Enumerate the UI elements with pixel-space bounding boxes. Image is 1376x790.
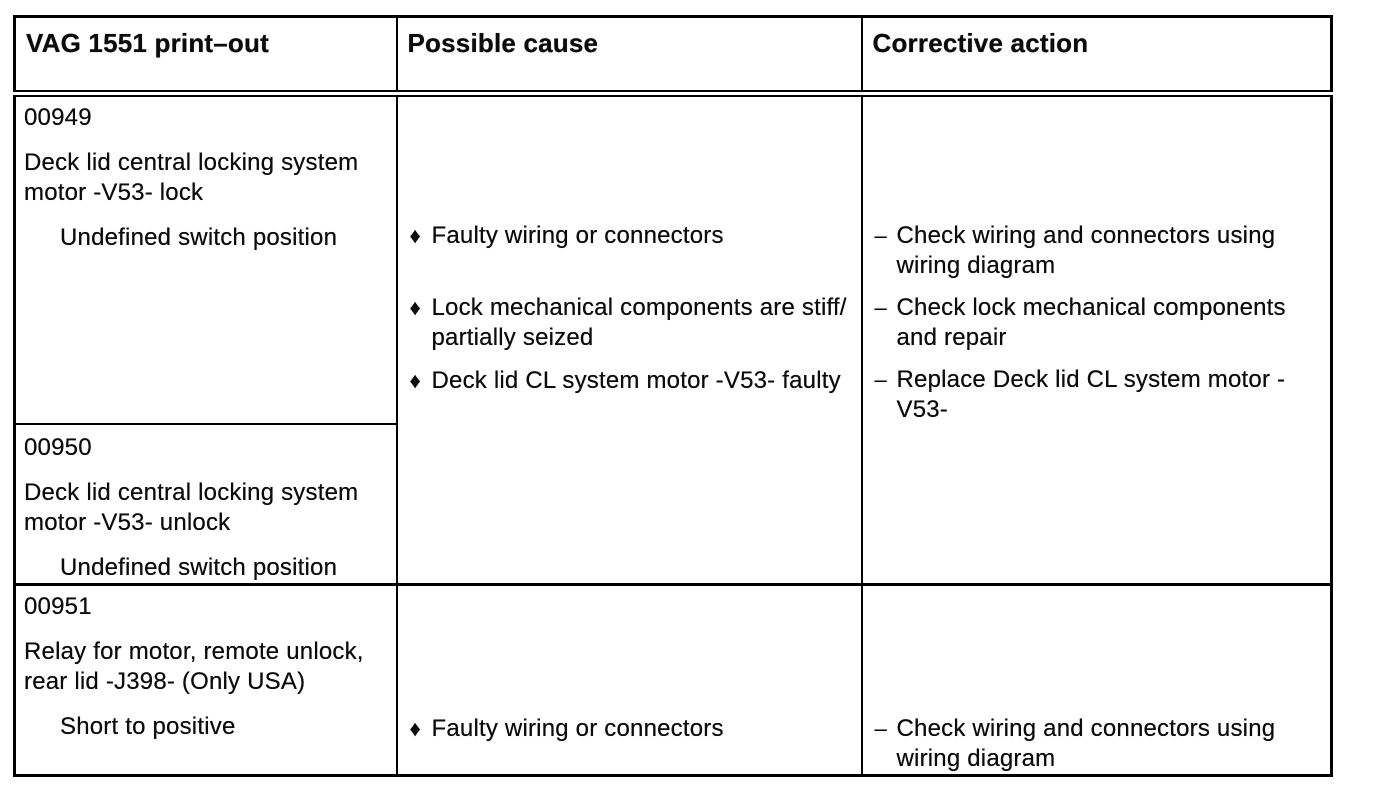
dash-bullet-icon: – xyxy=(874,295,887,320)
cause-cell-section-2: ♦ Faulty wiring or connectors xyxy=(395,583,862,776)
fault-cell-00950: 00950 Deck lid central locking system mo… xyxy=(13,424,397,585)
cause-item: ♦ Deck lid CL system motor -V53- faulty xyxy=(410,366,855,396)
cause-text: Lock mechanical components are stiff/ pa… xyxy=(431,294,847,351)
header-corrective-action: Corrective action xyxy=(860,16,1332,97)
header-possible-cause: Possible cause xyxy=(395,16,862,97)
action-item: – Check lock mechanical components and r… xyxy=(875,293,1325,353)
action-text: Check wiring and connectors using wiring… xyxy=(896,222,1276,279)
action-item: – Check wiring and connectors using wiri… xyxy=(875,714,1325,774)
table-row: 00949 Deck lid central locking system mo… xyxy=(13,93,1332,585)
fault-component: Deck lid central locking system motor -V… xyxy=(24,479,359,536)
cause-item: ♦ Faulty wiring or connectors xyxy=(410,714,855,744)
fault-code-table: VAG 1551 print–out Possible cause Correc… xyxy=(13,15,1333,777)
diamond-bullet-icon: ♦ xyxy=(409,295,421,320)
fault-symptom: Undefined switch position xyxy=(60,554,338,581)
cause-text: Faulty wiring or connectors xyxy=(431,715,724,742)
action-item: – Check wiring and connectors using wiri… xyxy=(875,221,1325,281)
cause-item: ♦ Faulty wiring or connectors xyxy=(410,221,855,251)
fault-cell-00951: 00951 Relay for motor, remote unlock, re… xyxy=(13,583,397,776)
header-vag-1551-printout: VAG 1551 print–out xyxy=(13,16,397,97)
action-item: – Replace Deck lid CL system motor -V53- xyxy=(875,365,1325,425)
dash-bullet-icon: – xyxy=(874,716,887,741)
cause-text: Deck lid CL system motor -V53- faulty xyxy=(431,367,841,394)
fault-code: 00949 xyxy=(24,104,92,131)
table-header-row: VAG 1551 print–out Possible cause Correc… xyxy=(13,16,1332,97)
diamond-bullet-icon: ♦ xyxy=(409,716,421,741)
fault-cell-00949: 00949 Deck lid central locking system mo… xyxy=(13,93,397,425)
cause-item: ♦ Lock mechanical components are stiff/ … xyxy=(410,293,855,353)
action-cell-section-1: – Check wiring and connectors using wiri… xyxy=(860,93,1332,585)
action-text: Check wiring and connectors using wiring… xyxy=(896,715,1276,772)
fault-symptom: Undefined switch position xyxy=(60,224,338,251)
action-cell-section-2: – Check wiring and connectors using wiri… xyxy=(860,583,1332,776)
dash-bullet-icon: – xyxy=(874,223,887,248)
dash-bullet-icon: – xyxy=(874,367,887,392)
cause-text: Faulty wiring or connectors xyxy=(431,222,724,249)
fault-code: 00950 xyxy=(24,434,92,461)
table-row: 00951 Relay for motor, remote unlock, re… xyxy=(13,583,1332,776)
action-text: Check lock mechanical components and rep… xyxy=(896,294,1286,351)
fault-code: 00951 xyxy=(24,593,92,620)
table-row: 00950 Deck lid central locking system mo… xyxy=(13,424,1332,585)
action-text: Replace Deck lid CL system motor -V53- xyxy=(896,366,1286,423)
diamond-bullet-icon: ♦ xyxy=(409,223,421,248)
diamond-bullet-icon: ♦ xyxy=(409,368,421,393)
cause-cell-section-1: ♦ Faulty wiring or connectors ♦ Lock mec… xyxy=(395,93,862,585)
fault-component: Deck lid central locking system motor -V… xyxy=(24,149,359,206)
fault-symptom: Short to positive xyxy=(60,713,236,740)
fault-component: Relay for motor, remote unlock, rear lid… xyxy=(24,638,364,695)
